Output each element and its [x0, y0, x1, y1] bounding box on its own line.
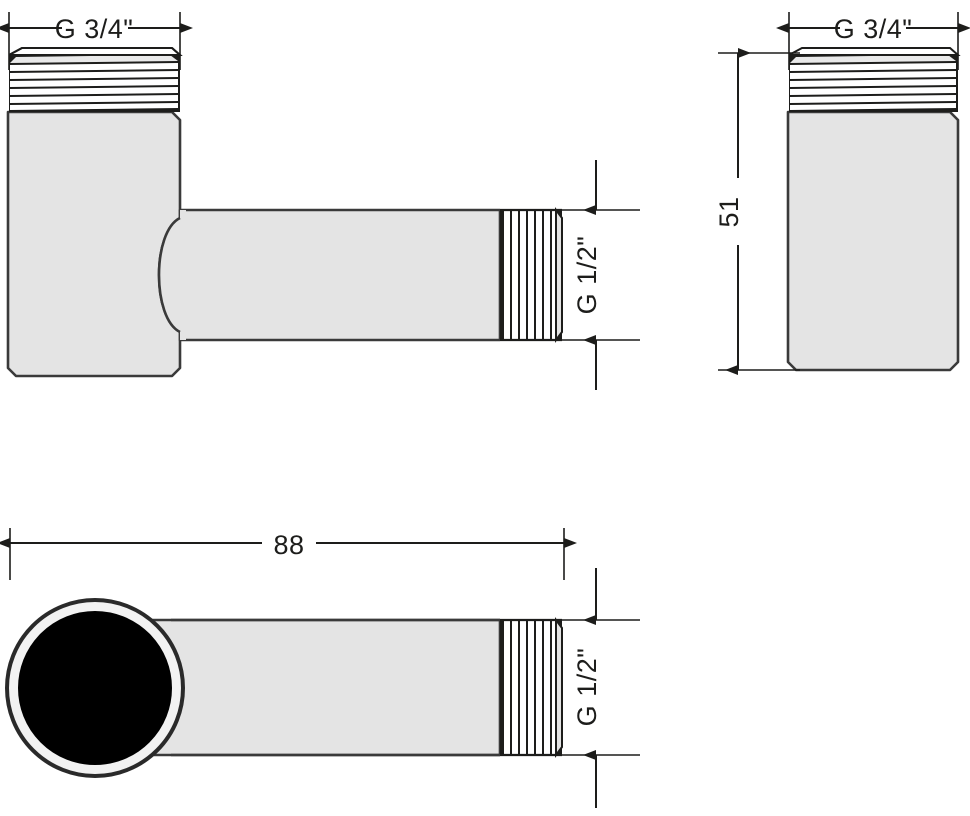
dimension-label-height-51: 51: [714, 196, 744, 227]
dimension-label-g12-front: G 1/2": [572, 236, 602, 315]
dimension-label-g34-side: G 3/4": [834, 14, 913, 44]
front-arm-junction-fill: [159, 210, 186, 340]
dimension-label-g34-front: G 3/4": [55, 14, 134, 44]
front-elevation-view: G 3/4": [0, 12, 640, 390]
side-body-outline: [786, 110, 960, 372]
top-plan-view: 88 G 1/2": [0, 528, 640, 808]
front-thread-g12: [500, 200, 563, 352]
dimension-label-g12-top: G 1/2": [572, 648, 602, 727]
dimension-label-length-88: 88: [273, 530, 304, 560]
front-thread-g34: [8, 47, 183, 112]
top-bore-circle: [18, 611, 172, 765]
front-arm-outline: [157, 208, 502, 342]
top-thread-g12: [500, 608, 563, 767]
front-body-outline: [6, 110, 182, 378]
front-arm-fillet: [157, 216, 181, 334]
side-elevation-view: G 3/4" 51: [714, 12, 970, 375]
side-thread-g34: [788, 47, 961, 112]
